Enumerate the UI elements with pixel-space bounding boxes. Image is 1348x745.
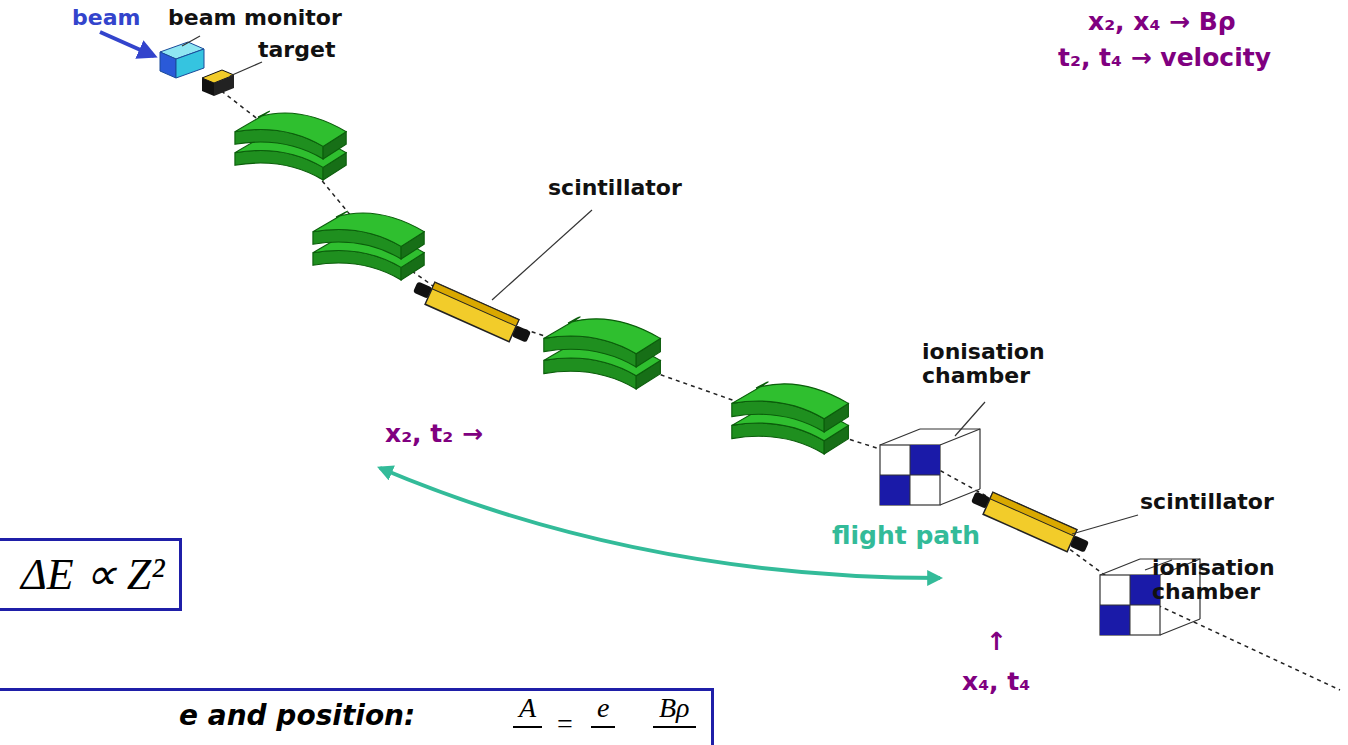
- ionisation-chamber: [880, 429, 980, 505]
- formula-text: A: [519, 693, 536, 724]
- part-label: flight path: [832, 522, 980, 550]
- part-label: t₂, t₄ → velocity: [1058, 44, 1271, 72]
- target: [202, 70, 234, 96]
- part-label: scintillator: [1140, 490, 1274, 514]
- fraction-bar: [513, 726, 542, 728]
- formula-text: =: [557, 709, 573, 740]
- formula-panel: e and position: A = e Bρ: [0, 688, 714, 745]
- fraction-bar: [653, 726, 696, 728]
- leader-line: [182, 36, 1172, 570]
- dipole-magnet: [235, 111, 346, 180]
- formula-text: e: [597, 693, 609, 724]
- beam-arrow: [100, 32, 154, 56]
- part-label: target: [258, 38, 335, 62]
- part-label: ionisation chamber: [922, 340, 1072, 388]
- scintillator-detector: [410, 276, 533, 348]
- part-label: x₄, t₄: [962, 668, 1030, 696]
- part-label: scintillator: [548, 176, 682, 200]
- part-label: x₂, x₄ → Bρ: [1088, 8, 1236, 36]
- formula-box: ΔE ∝ Z²: [0, 538, 182, 611]
- part-label: x₂, t₂ →: [385, 420, 483, 448]
- dipole-magnet: [544, 317, 661, 389]
- formula-text: Bρ: [659, 693, 690, 724]
- part-label: beam monitor: [168, 6, 342, 30]
- beam-label: beam: [72, 6, 140, 30]
- scintillator-detector: [968, 486, 1091, 558]
- beam-monitor: [160, 42, 204, 78]
- fraction-bar: [591, 726, 615, 728]
- dipole-magnet: [732, 382, 849, 454]
- dipole-magnet: [313, 211, 424, 280]
- part-label: ionisation chamber: [1152, 556, 1302, 604]
- part-label: ↑: [986, 628, 1007, 656]
- formula-text: e and position:: [179, 701, 415, 732]
- beam-axis: [215, 86, 1340, 690]
- formula-text: ΔE ∝ Z²: [21, 551, 164, 599]
